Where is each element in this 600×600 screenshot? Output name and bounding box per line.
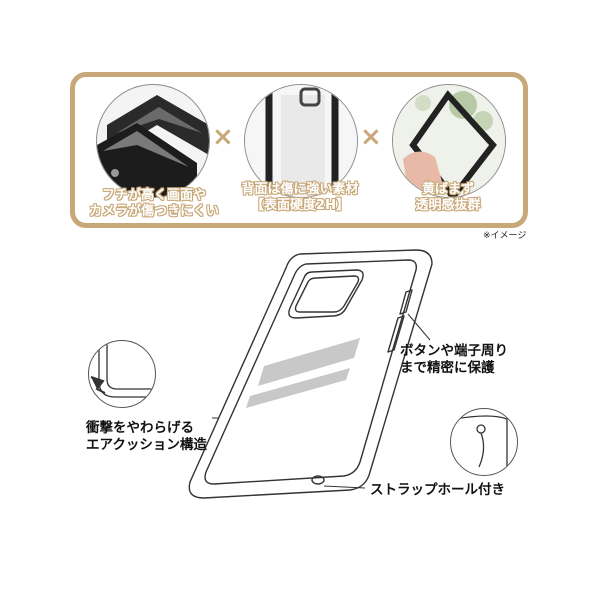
bumper-edge-image [96, 84, 210, 198]
back-material-image [244, 84, 358, 198]
strap-hole-closeup [450, 408, 518, 476]
feature-caption-2: 背面は傷に強い素材 【表面硬度2H】 [241, 182, 359, 213]
times-icon-1: × [212, 122, 234, 152]
air-cushion-closeup [88, 340, 156, 408]
times-icon-2: × [360, 122, 382, 152]
callout-cushion: 衝撃をやわらげる エアクッション構造 [86, 420, 207, 453]
feature-caption-3: 黄ばまず 透明感抜群 [415, 182, 481, 213]
callout-buttons: ボタンや端子周り まで精密に保護 [400, 343, 508, 376]
clarity-image [392, 84, 506, 198]
feature-caption-1: フチが高く画面や カメラが傷つきにくい [89, 188, 219, 219]
callout-strap: ストラップホール付き [370, 482, 505, 498]
phone-case-drawing [170, 246, 450, 516]
image-note: ※イメージ [483, 231, 527, 241]
